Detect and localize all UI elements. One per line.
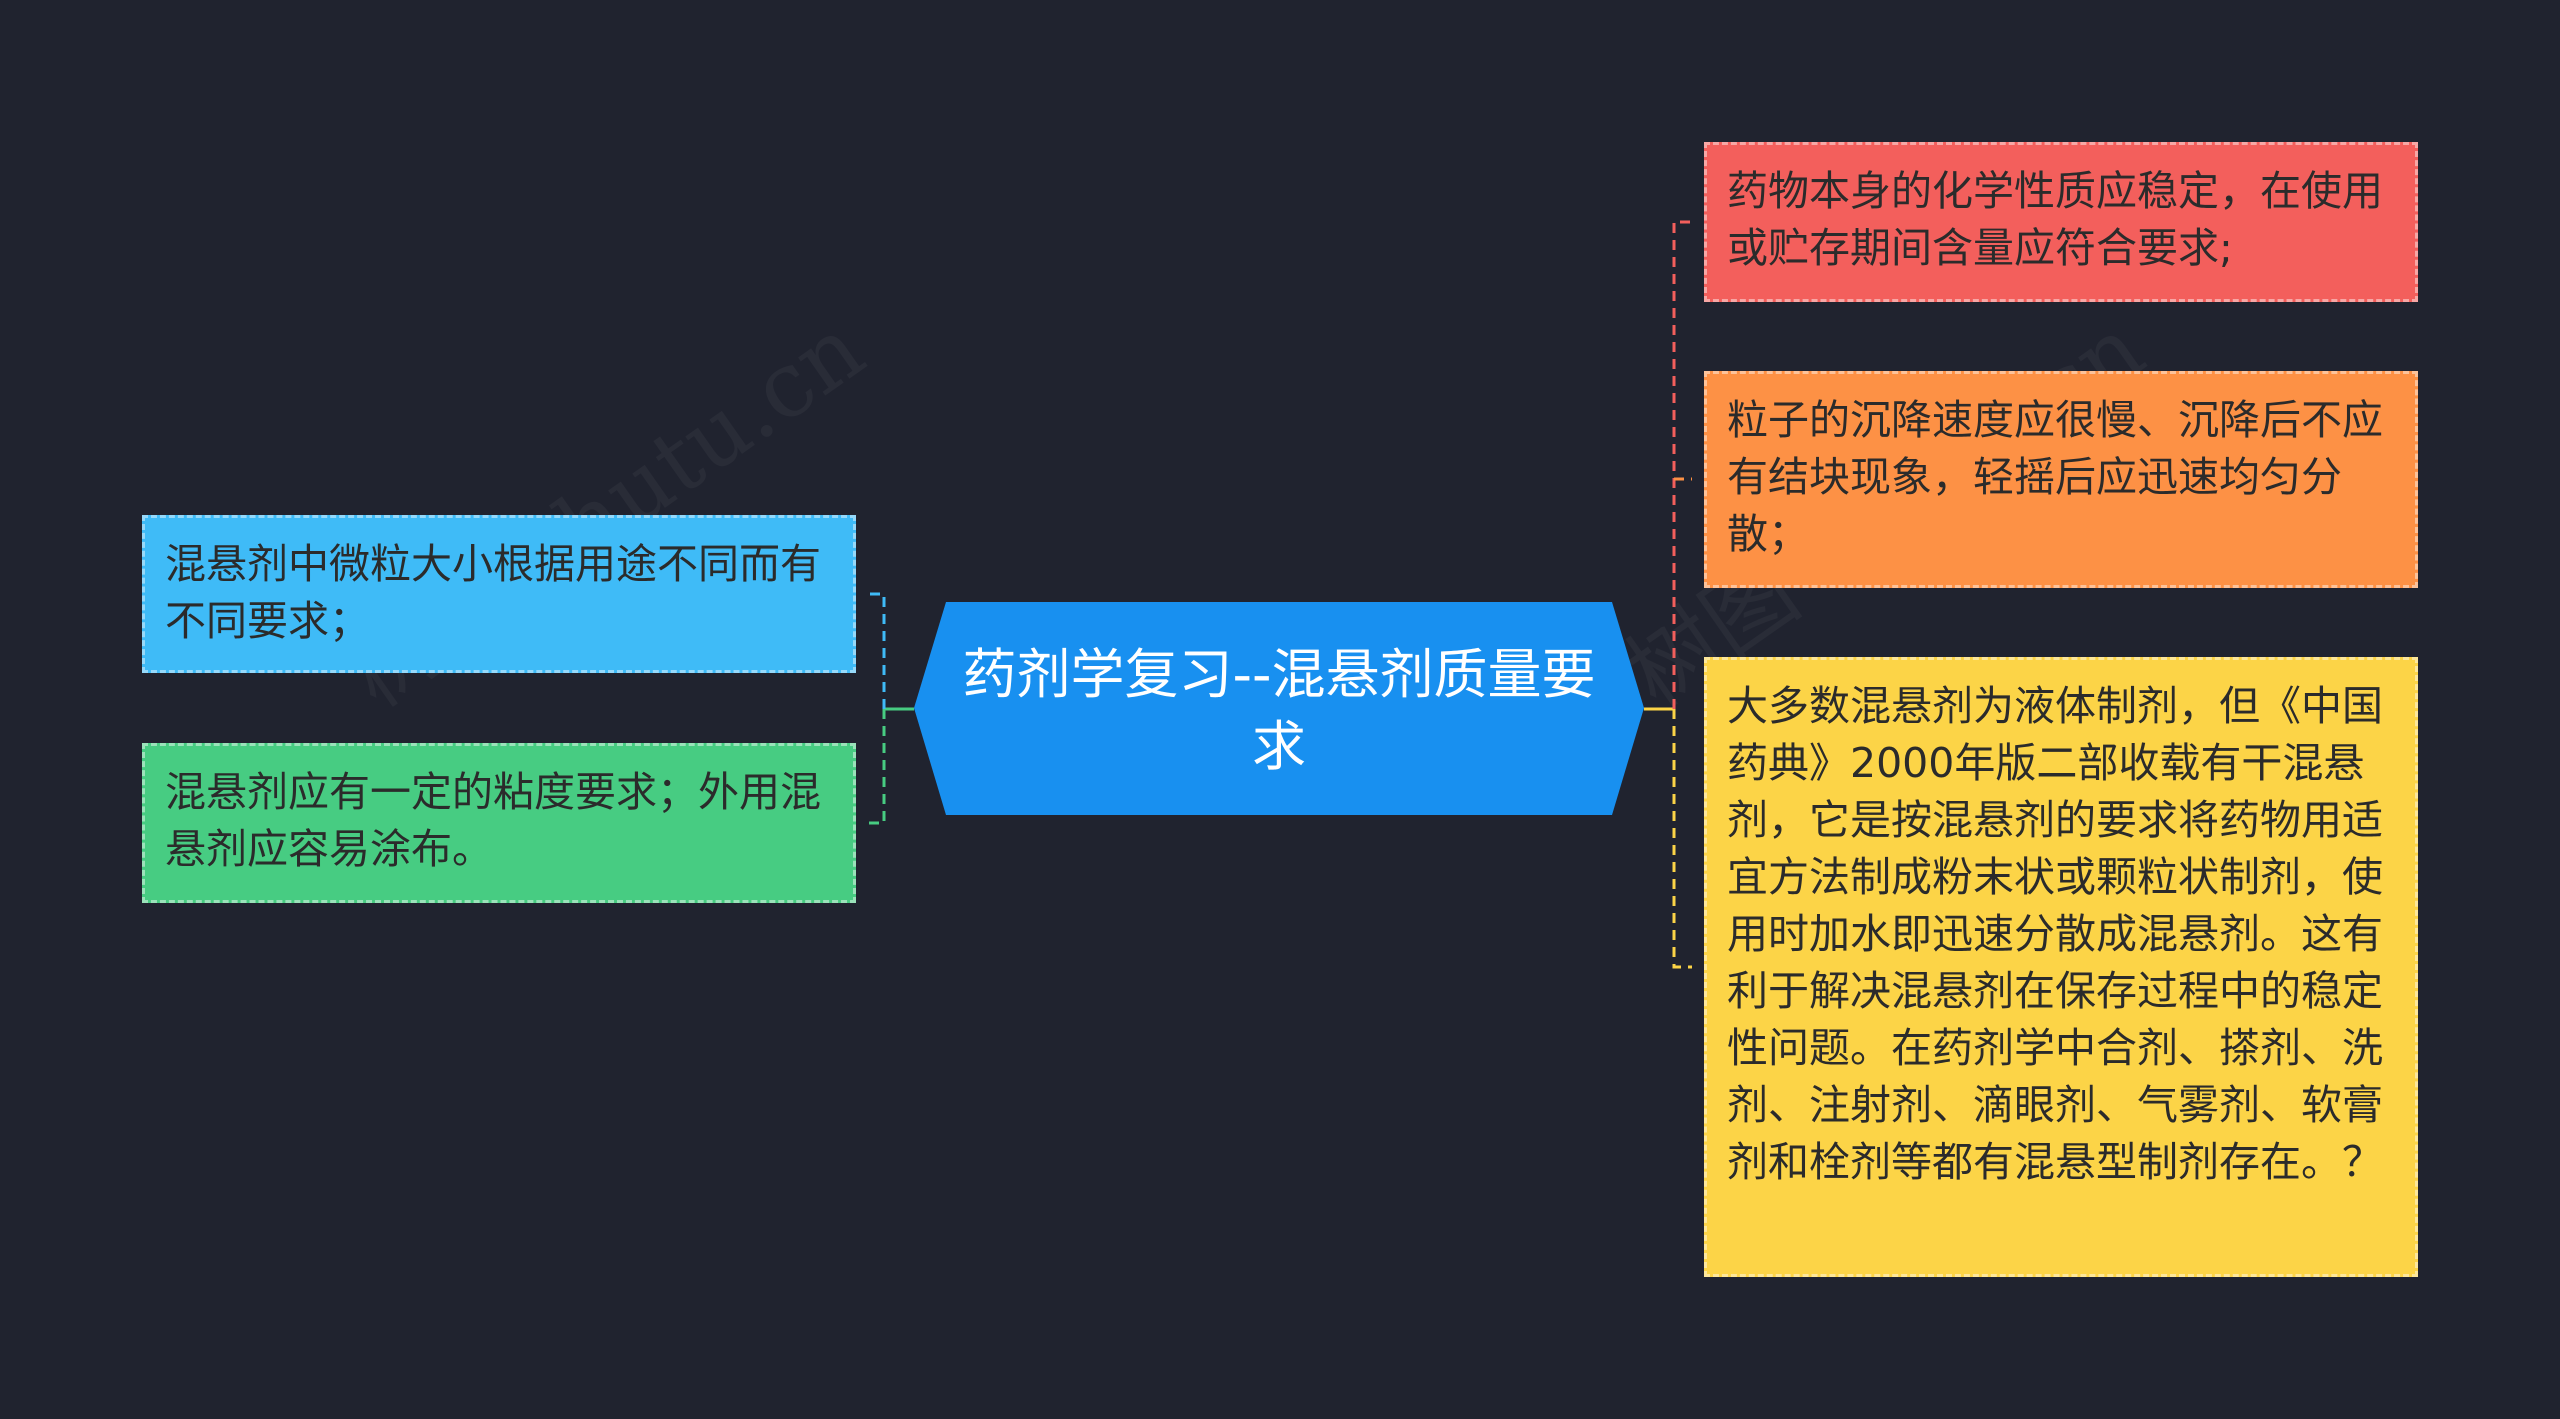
- right-node-dry-suspension[interactable]: 大多数混悬剂为液体制剂，但《中国药典》2000年版二部收载有干混悬剂，它是按混悬…: [1704, 657, 2418, 1277]
- right-node-dry-suspension-text: 大多数混悬剂为液体制剂，但《中国药典》2000年版二部收载有干混悬剂，它是按混悬…: [1727, 682, 2383, 1186]
- connector-right-to-3: [1672, 709, 1692, 969]
- left-node-viscosity[interactable]: 混悬剂应有一定的粘度要求；外用混悬剂应容易涂布。: [142, 743, 856, 903]
- center-topic-shape: [914, 602, 1644, 815]
- left-node-particle-size-text: 混悬剂中微粒大小根据用途不同而有不同要求；: [165, 540, 821, 645]
- right-node-chemical-stability-text: 药物本身的化学性质应稳定，在使用或贮存期间含量应符合要求;: [1727, 167, 2383, 272]
- right-node-chemical-stability[interactable]: 药物本身的化学性质应稳定，在使用或贮存期间含量应符合要求;: [1704, 142, 2418, 302]
- center-topic-title: 药剂学复习--混悬剂质量要求: [962, 642, 1596, 778]
- right-node-sedimentation-text: 粒子的沉降速度应很慢、沉降后不应有结块现象，轻摇后应迅速均匀分散；: [1727, 396, 2383, 558]
- connector-left-bracket-bottom: [868, 709, 886, 825]
- connector-left-bracket-top: [868, 592, 886, 709]
- center-topic[interactable]: 药剂学复习--混悬剂质量要求: [914, 602, 1644, 815]
- connector-right-to-1: [1672, 220, 1692, 709]
- left-node-viscosity-text: 混悬剂应有一定的粘度要求；外用混悬剂应容易涂布。: [165, 768, 821, 873]
- right-node-sedimentation[interactable]: 粒子的沉降速度应很慢、沉降后不应有结块现象，轻摇后应迅速均匀分散；: [1704, 371, 2418, 588]
- left-node-particle-size[interactable]: 混悬剂中微粒大小根据用途不同而有不同要求；: [142, 515, 856, 673]
